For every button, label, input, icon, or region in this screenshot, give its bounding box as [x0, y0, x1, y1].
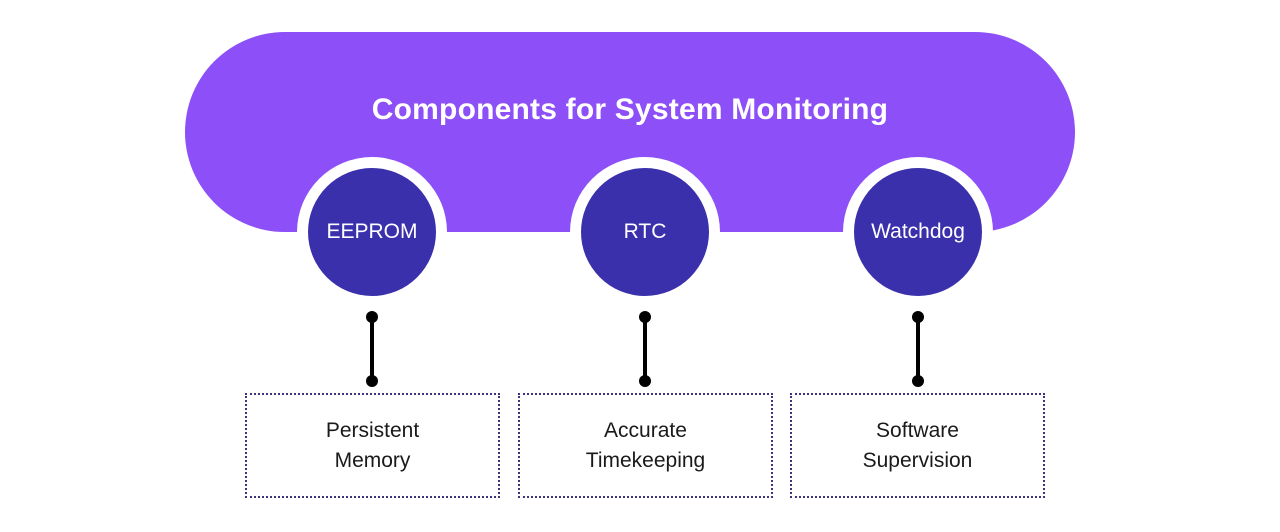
connector-dot-bottom-icon: [639, 375, 651, 387]
node-label-eeprom: EEPROM: [326, 220, 418, 243]
node-circle-watchdog[interactable]: Watchdog: [854, 168, 982, 296]
connector-rtc: [637, 311, 653, 387]
description-line-2: Timekeeping: [585, 448, 706, 472]
connector-eeprom: [364, 311, 380, 387]
banner-title: Components for System Monitoring: [371, 93, 889, 126]
connector-stem: [370, 316, 374, 382]
description-line-2: Memory: [334, 448, 411, 472]
node-label-watchdog: Watchdog: [871, 220, 965, 243]
connector-watchdog: [910, 311, 926, 387]
connector-dot-bottom-icon: [912, 375, 924, 387]
description-line-1: Persistent: [325, 418, 420, 442]
description-box-accurate-timekeeping[interactable]: Accurate Timekeeping: [518, 393, 773, 498]
node-circle-rtc[interactable]: RTC: [581, 168, 709, 296]
description-text-persistent-memory: Persistent Memory: [326, 416, 419, 476]
description-text-software-supervision: Software Supervision: [863, 416, 973, 476]
description-line-1: Software: [876, 418, 959, 442]
description-line-1: Accurate: [604, 418, 687, 442]
description-box-persistent-memory[interactable]: Persistent Memory: [245, 393, 500, 498]
connector-stem: [916, 316, 920, 382]
description-box-software-supervision[interactable]: Software Supervision: [790, 393, 1045, 498]
connector-stem: [643, 316, 647, 382]
node-circle-eeprom[interactable]: EEPROM: [308, 168, 436, 296]
connector-dot-bottom-icon: [366, 375, 378, 387]
description-text-accurate-timekeeping: Accurate Timekeeping: [586, 416, 705, 476]
node-label-rtc: RTC: [623, 220, 667, 243]
description-line-2: Supervision: [862, 448, 973, 472]
